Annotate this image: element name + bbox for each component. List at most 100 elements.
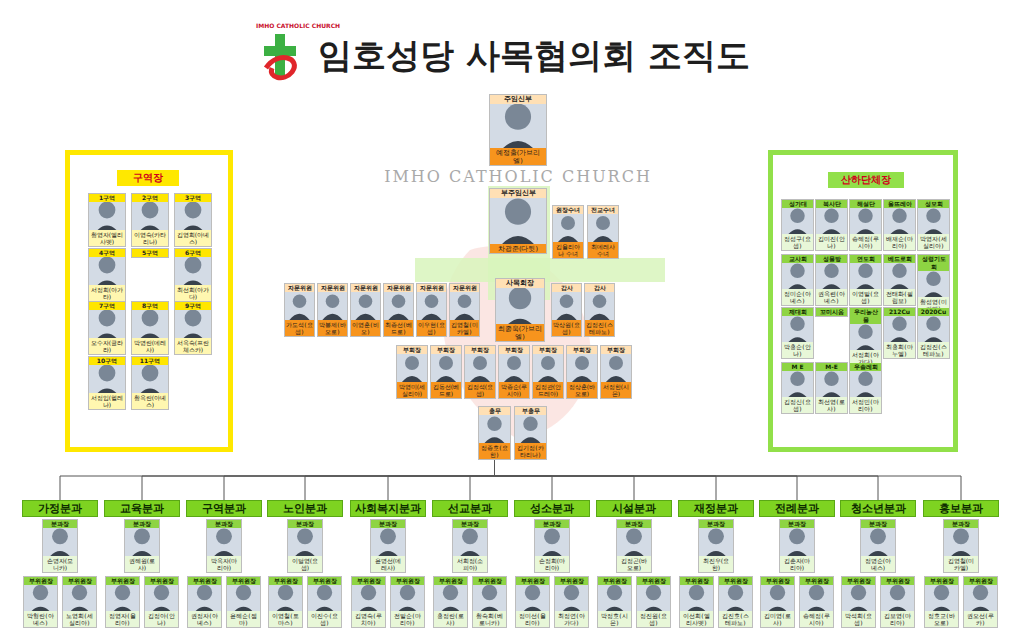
role-label: 1구역 — [89, 194, 125, 202]
connector — [224, 460, 495, 500]
connector — [470, 460, 495, 500]
portrait-photo — [397, 354, 427, 382]
portrait-photo — [816, 263, 847, 289]
person-name: 가도석(요셉) — [285, 320, 314, 336]
photo-ground — [490, 104, 546, 148]
portrait-photo — [499, 354, 529, 382]
connector — [305, 460, 495, 500]
photo-head — [482, 585, 497, 600]
role-label: 해설단 — [850, 200, 881, 208]
portrait-photo — [918, 208, 949, 234]
photo-ground — [288, 528, 322, 556]
photo-head — [728, 585, 743, 600]
connector — [388, 460, 495, 500]
person-name: 김미진(안나) — [816, 234, 847, 250]
person-card: 4구역서정희(아가타) — [88, 248, 126, 302]
person-card: 부회장정상훈(바오로) — [566, 345, 598, 399]
person-card: 부위원장노영희(세실리아) — [62, 576, 97, 628]
person-name: 권혜원(로사) — [125, 556, 159, 572]
photo-head — [505, 104, 531, 130]
person-card: 7구역오수자(글라라) — [88, 301, 126, 355]
person-card: 자문위원박봉제(바오로) — [317, 283, 348, 337]
person-card: 전교수녀최데레사 수녀 — [587, 205, 619, 259]
person-name: 정종호(요한) — [479, 443, 510, 459]
photo-ground — [269, 585, 302, 611]
role-label: 212Cu — [884, 308, 915, 316]
photo-ground — [352, 585, 385, 611]
portrait-photo — [884, 316, 915, 342]
photo-head — [509, 288, 531, 309]
photo-head — [593, 294, 607, 308]
photo-ground — [397, 354, 427, 382]
photo-ground — [145, 585, 178, 611]
photo-head — [858, 264, 872, 278]
photo-head — [425, 294, 439, 308]
portrait-photo — [391, 585, 424, 611]
person-card: 성령기도회황성영(미카엘) — [917, 254, 950, 314]
portrait-photo — [371, 528, 405, 556]
photo-ground — [132, 202, 168, 230]
portrait-photo — [384, 292, 413, 320]
photo-head — [892, 317, 906, 331]
heading: 홍보분과 — [924, 501, 998, 516]
person-card: 부위원장김정아(안나) — [144, 576, 179, 628]
portrait-photo — [617, 528, 651, 556]
photo-head — [142, 310, 159, 326]
photo-ground — [175, 257, 211, 285]
role-label: 부총무 — [515, 407, 546, 415]
connector — [495, 460, 962, 500]
photo-head — [790, 372, 804, 386]
photo-ground — [918, 271, 949, 297]
photo-head — [858, 325, 872, 339]
portrait-photo — [89, 257, 125, 285]
role-label: 11구역 — [132, 357, 168, 365]
person-name: 전태화(필립보) — [884, 289, 915, 305]
photo-head — [400, 585, 415, 600]
heading: 가정분과 — [23, 501, 97, 516]
photo-ground — [496, 288, 544, 324]
portrait-photo — [473, 585, 506, 611]
photo-head — [462, 528, 478, 544]
person-name: 송혜정(루시아) — [800, 611, 833, 627]
photo-head — [596, 216, 610, 230]
role-label: 부위원장 — [391, 577, 424, 585]
department-header: 전례분과 — [759, 500, 835, 517]
person-name: 박종순(루시아) — [499, 382, 529, 398]
person-name: 김춘자(마리아) — [780, 556, 814, 572]
person-name: 서정한(시몬) — [601, 382, 631, 398]
department-header: 성소분과 — [514, 500, 590, 517]
role-label: 성가대 — [782, 200, 813, 208]
portrait-photo — [918, 316, 949, 342]
role-label: 4구역 — [89, 249, 125, 257]
photo-head — [99, 310, 116, 326]
role-label: 부위원장 — [964, 577, 997, 585]
photo-ground — [944, 528, 978, 556]
portrait-photo — [944, 528, 978, 556]
photo-head — [708, 528, 724, 544]
person-name: 박봉제(바오로) — [318, 320, 347, 336]
person-card: 분과장김영철(미카엘) — [943, 519, 979, 573]
person-name: 서희정(소피아) — [453, 556, 487, 572]
photo-head — [185, 202, 202, 218]
person-card: 부위원장이선희(엘리사벳) — [679, 576, 714, 628]
person-card: 감사박상원(요셉) — [551, 283, 582, 337]
photo-head — [892, 264, 906, 278]
photo-ground — [89, 257, 125, 285]
person-card: 부회장박종순(루시아) — [498, 345, 530, 399]
person-name: 정상훈(바오로) — [567, 382, 597, 398]
person-name: 김보영(마리아) — [881, 611, 914, 627]
portrait-photo — [884, 263, 915, 289]
portrait-photo — [601, 354, 631, 382]
person-card: 부위원장박석희(요셉) — [841, 576, 876, 628]
person-card: 부총무김기정(카타리나) — [514, 406, 547, 460]
photo-head — [278, 585, 293, 600]
person-name: 권옥련(아녜스) — [816, 289, 847, 305]
portrait-photo — [680, 585, 713, 611]
photo-ground — [850, 208, 881, 234]
person-name: 김정신(요셉) — [782, 397, 813, 413]
heading: 구역분과 — [187, 501, 261, 516]
portrait-photo — [288, 528, 322, 556]
photo-ground — [453, 528, 487, 556]
portrait-photo — [782, 316, 813, 342]
person-name: 김영철(미카엘) — [450, 320, 479, 336]
